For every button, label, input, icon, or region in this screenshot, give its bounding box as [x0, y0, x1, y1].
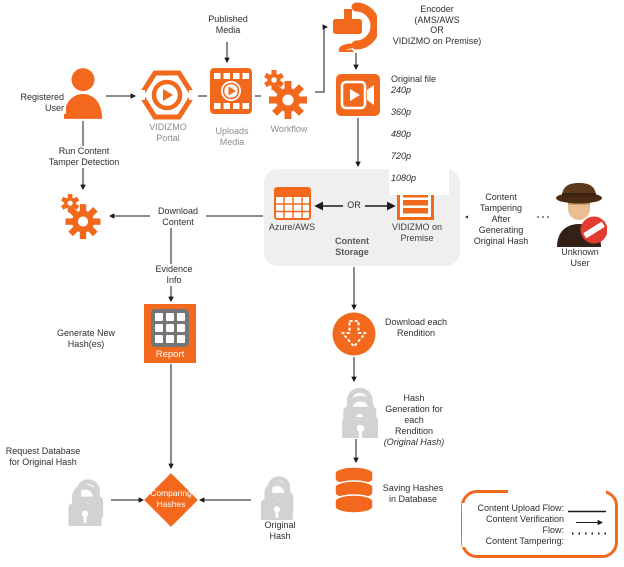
report-grid	[151, 309, 189, 347]
label-comparing-hashes: Comparing Hashes	[150, 488, 192, 509]
label-original-hash: Original Hash	[252, 520, 308, 542]
legend-tampering: Content Tampering:	[485, 536, 564, 546]
rendition-480p: 480p	[391, 129, 412, 139]
legend-labels: Content Upload Flow: Content Verificatio…	[462, 503, 564, 547]
workflow-gears-icon	[263, 69, 313, 121]
uploads-media-icon	[210, 68, 252, 114]
label-encoder: Encoder (AMS/AWS OR VIDIZMO on Premise)	[392, 4, 482, 46]
label-run-content-tamper-detection: Run Content Tamper Detection	[42, 146, 126, 168]
label-hash-generation: Hash Generation for each Rendition (Orig…	[378, 382, 450, 459]
legend-verification-flow: Content Verification Flow:	[485, 514, 564, 535]
rendition-240p: 240p	[391, 85, 412, 95]
tamper-detection-gears-icon	[60, 191, 106, 243]
report-icon: Report	[144, 304, 196, 363]
vidizmo-portal-icon	[139, 70, 195, 120]
legend-upload-flow: Content Upload Flow:	[477, 503, 564, 513]
label-azure-aws: Azure/AWS	[268, 222, 316, 232]
rendition-1080p: 1080p	[391, 173, 417, 183]
hash-generation-original-hash: (Original Hash)	[383, 437, 445, 447]
unknown-user-detective-icon	[556, 183, 607, 247]
label-uploads-media: Uploads Media	[215, 126, 249, 147]
label-vidizmo-on-premise: VIDIZMO on Premise	[391, 222, 442, 243]
rendition-720p: 720p	[391, 151, 412, 161]
hash-generation-lock-icon	[333, 384, 383, 438]
encoder-icon	[333, 2, 377, 52]
download-rendition-icon	[332, 312, 376, 356]
label-content-tampering: Content Tampering After Generating Origi…	[468, 192, 534, 247]
original-file-video-icon	[336, 74, 380, 116]
label-original-file: Original file 240p 360p 480p 720p 1080p	[389, 63, 449, 195]
label-request-database: Request Database for Original Hash	[0, 446, 86, 468]
label-vidizmo-portal: VIDIZMO Portal	[149, 122, 187, 143]
label-download-each-rendition: Download each Rendition	[380, 317, 452, 339]
label-published-media: Published Media	[196, 14, 260, 36]
label-evidence-info: Evidence Info	[148, 264, 200, 286]
label-unknown-user: Unknown User	[550, 247, 610, 269]
label-workflow: Workflow	[270, 124, 308, 134]
rendition-360p: 360p	[391, 107, 412, 117]
database-icon	[334, 466, 374, 513]
label-generate-new-hash: Generate New Hash(es)	[36, 328, 136, 350]
label-saving-hashes: Saving Hashes in Database	[376, 483, 450, 505]
registered-user-icon	[63, 68, 103, 119]
label-registered-user: Registered User	[0, 92, 66, 114]
label-or: OR	[343, 200, 365, 211]
request-db-lock-icon	[61, 476, 109, 526]
original-file-title: Original file	[391, 74, 437, 84]
label-download-content: Download Content	[150, 206, 206, 228]
original-hash-lock-icon	[253, 472, 299, 522]
label-content-storage: Content Storage	[335, 236, 369, 257]
legend-notch	[508, 486, 606, 502]
report-caption: Report	[155, 349, 185, 360]
hash-generation-main: Hash Generation for each Rendition	[385, 393, 443, 436]
azure-table-icon	[274, 187, 311, 220]
